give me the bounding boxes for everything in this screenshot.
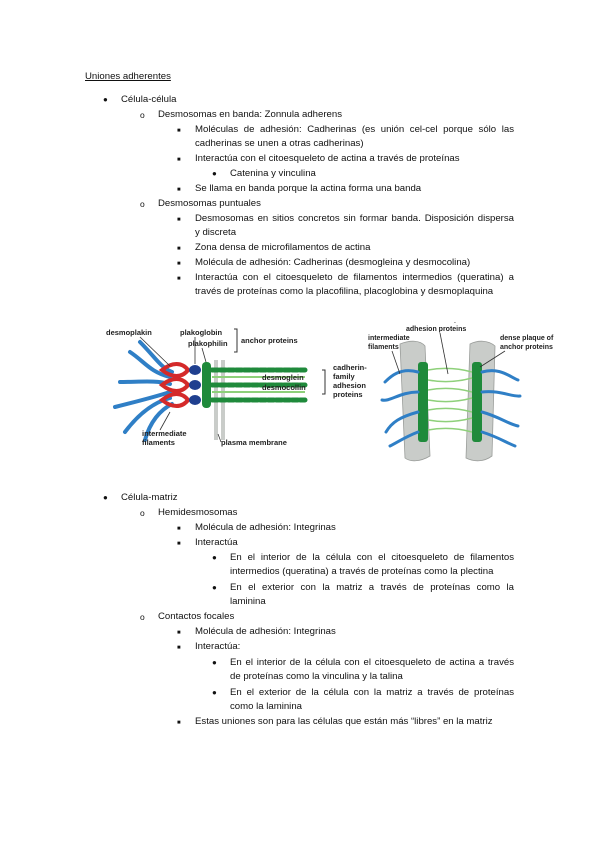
label-cadherin-1: cadherin- [333,363,367,372]
cadherins-green [209,367,308,403]
list-item-sitios-concretos: Desmosomas en sitios concretos sin forma… [195,213,514,224]
bullet-square: ■ [177,276,181,282]
intermediate-filaments-right [380,369,522,448]
label-desmoplakin: desmoplakin [106,328,152,337]
bullet-square: ■ [177,526,181,532]
cadherin-bracket [322,369,326,395]
list-item-cadherinas-cont: cadherinas se unen a otras cadherinas) [195,138,364,149]
bullet-dot: ● [212,169,217,178]
list-item-interactua: Interactúa [195,537,238,548]
list-item-exterior-celula-cont: como la laminina [230,701,302,712]
label-intermediate-2: filaments [142,438,175,447]
label-plakoglobin: plakoglobin [180,328,223,337]
bullet-dot: ● [212,553,217,562]
plakophilin-green [202,362,211,408]
label-r-intermediate-1: intermediate [368,335,410,342]
label-r-dense-1: dense plaque of [500,335,554,342]
label-r-dense-2: anchor proteins [500,344,553,351]
pointer-line [217,433,222,443]
label-r-cadherin-2: adhesion proteins [406,326,466,333]
bullet-dot: ● [212,688,217,697]
desmosome-figure: desmoplakin plakoglobin plakophilin anch… [106,322,554,462]
dense-plaque-left [418,362,428,442]
pointer-line [479,350,506,368]
intermediate-filaments-left [113,340,174,442]
bullet-dot: ● [103,95,108,104]
bullet-square: ■ [177,261,181,267]
dense-plaque-right [472,362,482,442]
plakoglobin-blue [189,365,201,405]
list-item-celula-celula: Célula-célula [121,94,177,105]
bullet-square: ■ [177,645,181,651]
adhesion-proteins-right [427,367,473,433]
list-item-interactua-queratina-cont: través de proteínas como la placofilina,… [195,286,494,297]
list-item-molecula-adhesion: Molécula de adhesión: Cadherinas (desmog… [195,257,471,268]
list-item-desmosomas-puntuales: Desmosomas puntuales [158,198,261,209]
label-r-cadherin-1: cadherin-family [406,322,458,323]
bullet-square: ■ [177,217,181,223]
list-item-contactos-focales: Contactos focales [158,611,235,622]
bullet-square: ■ [177,630,181,636]
list-item-celula-matriz: Célula-matriz [121,492,178,503]
bullet-dot: ● [212,583,217,592]
desmoplakin-red [158,362,191,408]
label-cadherin-3: adhesion [333,381,366,390]
label-cadherin-4: proteins [333,390,363,399]
list-item-exterior-celula: En el exterior de la célula con la matri… [230,687,514,698]
label-plakophilin: plakophilin [188,339,228,348]
list-item-zona-densa: Zona densa de microfilamentos de actina [195,242,371,253]
pointer-line [139,336,171,367]
bullet-square: ■ [177,187,181,193]
list-item-exterior-matriz: En el exterior con la matriz a través de… [230,582,514,593]
label-plasma-membrane: plasma membrane [221,438,287,447]
label-desmocollin: desmocollin [262,383,306,392]
list-item-interior-filamentos-cont: intermedios (queratina) a través de prot… [230,566,494,577]
list-item-integrinas-2: Molécula de adhesión: Integrinas [195,626,336,637]
list-item-interior-actina-cont: de proteínas como la vinculina y la tali… [230,671,403,682]
list-item-interior-actina: En el interior de la célula con el citoe… [230,657,514,668]
pointer-line [439,332,449,375]
bullet-dot: ● [103,493,108,502]
cadherins-light [212,376,305,393]
label-desmoglein: desmoglein [262,373,304,382]
bullet-circle: o [140,612,145,622]
bullet-circle: o [140,199,145,209]
list-item-exterior-matriz-cont: laminina [230,596,266,607]
list-item-integrinas: Molécula de adhesión: Integrinas [195,522,336,533]
bullet-square: ■ [177,720,181,726]
pointer-line [201,347,207,363]
list-item-catenina: Catenina y vinculina [230,168,316,179]
bullet-dot: ● [212,658,217,667]
section-heading: Uniones adherentes [85,71,171,82]
list-item-interactua-2: Interactúa: [195,641,241,652]
bullet-square: ■ [177,157,181,163]
label-r-intermediate-2: filaments [368,344,399,351]
list-item-banda: Se llama en banda porque la actina forma… [195,183,422,194]
bullet-circle: o [140,508,145,518]
list-item-cadherinas: Moléculas de adhesión: Cadherinas (es un… [195,124,514,135]
list-item-uniones-libres: Estas uniones son para las células que e… [195,716,493,727]
list-item-hemidesmosomas: Hemidesmosomas [158,507,238,518]
list-item-interactua-actina: Interactúa con el citoesqueleto de actin… [195,153,460,164]
bullet-square: ■ [177,541,181,547]
list-item-interior-filamentos: En el interior de la célula con el citoe… [230,552,514,563]
list-item-interactua-queratina: Interactúa con el citoesqueleto de filam… [195,272,514,283]
label-intermediate-1: intermediate [142,429,187,438]
anchor-bracket [234,328,238,353]
pointer-line [159,411,171,431]
label-anchor-proteins: anchor proteins [241,336,298,345]
bullet-square: ■ [177,128,181,134]
pointer-line [391,350,401,375]
label-cadherin-2: family [333,372,356,381]
list-item-sitios-concretos-cont: y discreta [195,227,237,238]
list-item-desmosomas-banda: Desmosomas en banda: Zonnula adherens [158,109,342,120]
bullet-circle: o [140,110,145,120]
bullet-square: ■ [177,246,181,252]
